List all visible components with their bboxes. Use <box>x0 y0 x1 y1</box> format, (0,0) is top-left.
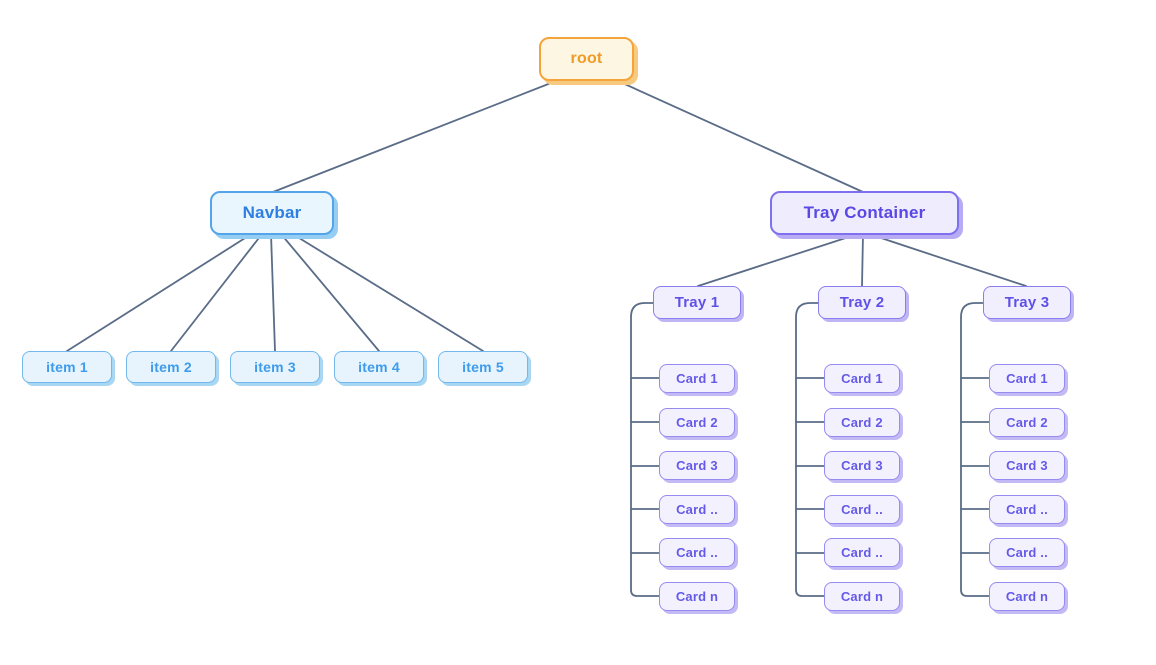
node-card[interactable]: Card .. <box>989 538 1065 567</box>
edge-traycontainer-tray2 <box>861 233 864 287</box>
node-card[interactable]: Card n <box>659 582 735 611</box>
edge-navbar-item5 <box>290 232 484 352</box>
edge-tray3-card-stubs <box>960 377 990 554</box>
node-item[interactable]: item 3 <box>230 351 320 383</box>
node-card[interactable]: Card .. <box>989 495 1065 524</box>
node-card[interactable]: Card 2 <box>824 408 900 437</box>
node-card[interactable]: Card 3 <box>989 451 1065 480</box>
edge-navbar-item4 <box>280 233 380 352</box>
node-card[interactable]: Card n <box>989 582 1065 611</box>
node-card[interactable]: Card .. <box>824 495 900 524</box>
node-card[interactable]: Card n <box>824 582 900 611</box>
node-item[interactable]: item 5 <box>438 351 528 383</box>
edge-navbar-item1 <box>66 232 254 352</box>
node-navbar[interactable]: Navbar <box>210 191 334 235</box>
edge-traycontainer-tray3 <box>868 233 1027 287</box>
node-card[interactable]: Card 1 <box>989 364 1065 393</box>
edge-tray1-spine <box>630 302 660 597</box>
node-card[interactable]: Card 3 <box>824 451 900 480</box>
node-card[interactable]: Card .. <box>824 538 900 567</box>
edge-navbar-item2 <box>170 233 263 352</box>
node-card[interactable]: Card .. <box>659 495 735 524</box>
node-root[interactable]: root <box>539 37 634 81</box>
node-tray[interactable]: Tray 2 <box>818 286 906 319</box>
edge-traycontainer-tray1 <box>697 233 859 287</box>
node-card[interactable]: Card 1 <box>659 364 735 393</box>
edge-root-navbar <box>272 80 557 193</box>
node-card[interactable]: Card 2 <box>989 408 1065 437</box>
node-tray-container[interactable]: Tray Container <box>770 191 959 235</box>
node-card[interactable]: Card 1 <box>824 364 900 393</box>
edge-tray2-card-stubs <box>795 377 825 554</box>
node-item[interactable]: item 1 <box>22 351 112 383</box>
edge-tray1-card-stubs <box>630 377 660 554</box>
node-tray[interactable]: Tray 1 <box>653 286 741 319</box>
edge-navbar-item3 <box>270 233 276 352</box>
node-item[interactable]: item 4 <box>334 351 424 383</box>
edge-root-tray-container <box>617 80 864 193</box>
edge-tray3-spine <box>960 302 990 597</box>
node-card[interactable]: Card .. <box>659 538 735 567</box>
node-tray[interactable]: Tray 3 <box>983 286 1071 319</box>
node-item[interactable]: item 2 <box>126 351 216 383</box>
node-card[interactable]: Card 2 <box>659 408 735 437</box>
node-card[interactable]: Card 3 <box>659 451 735 480</box>
edge-tray2-spine <box>795 302 825 597</box>
